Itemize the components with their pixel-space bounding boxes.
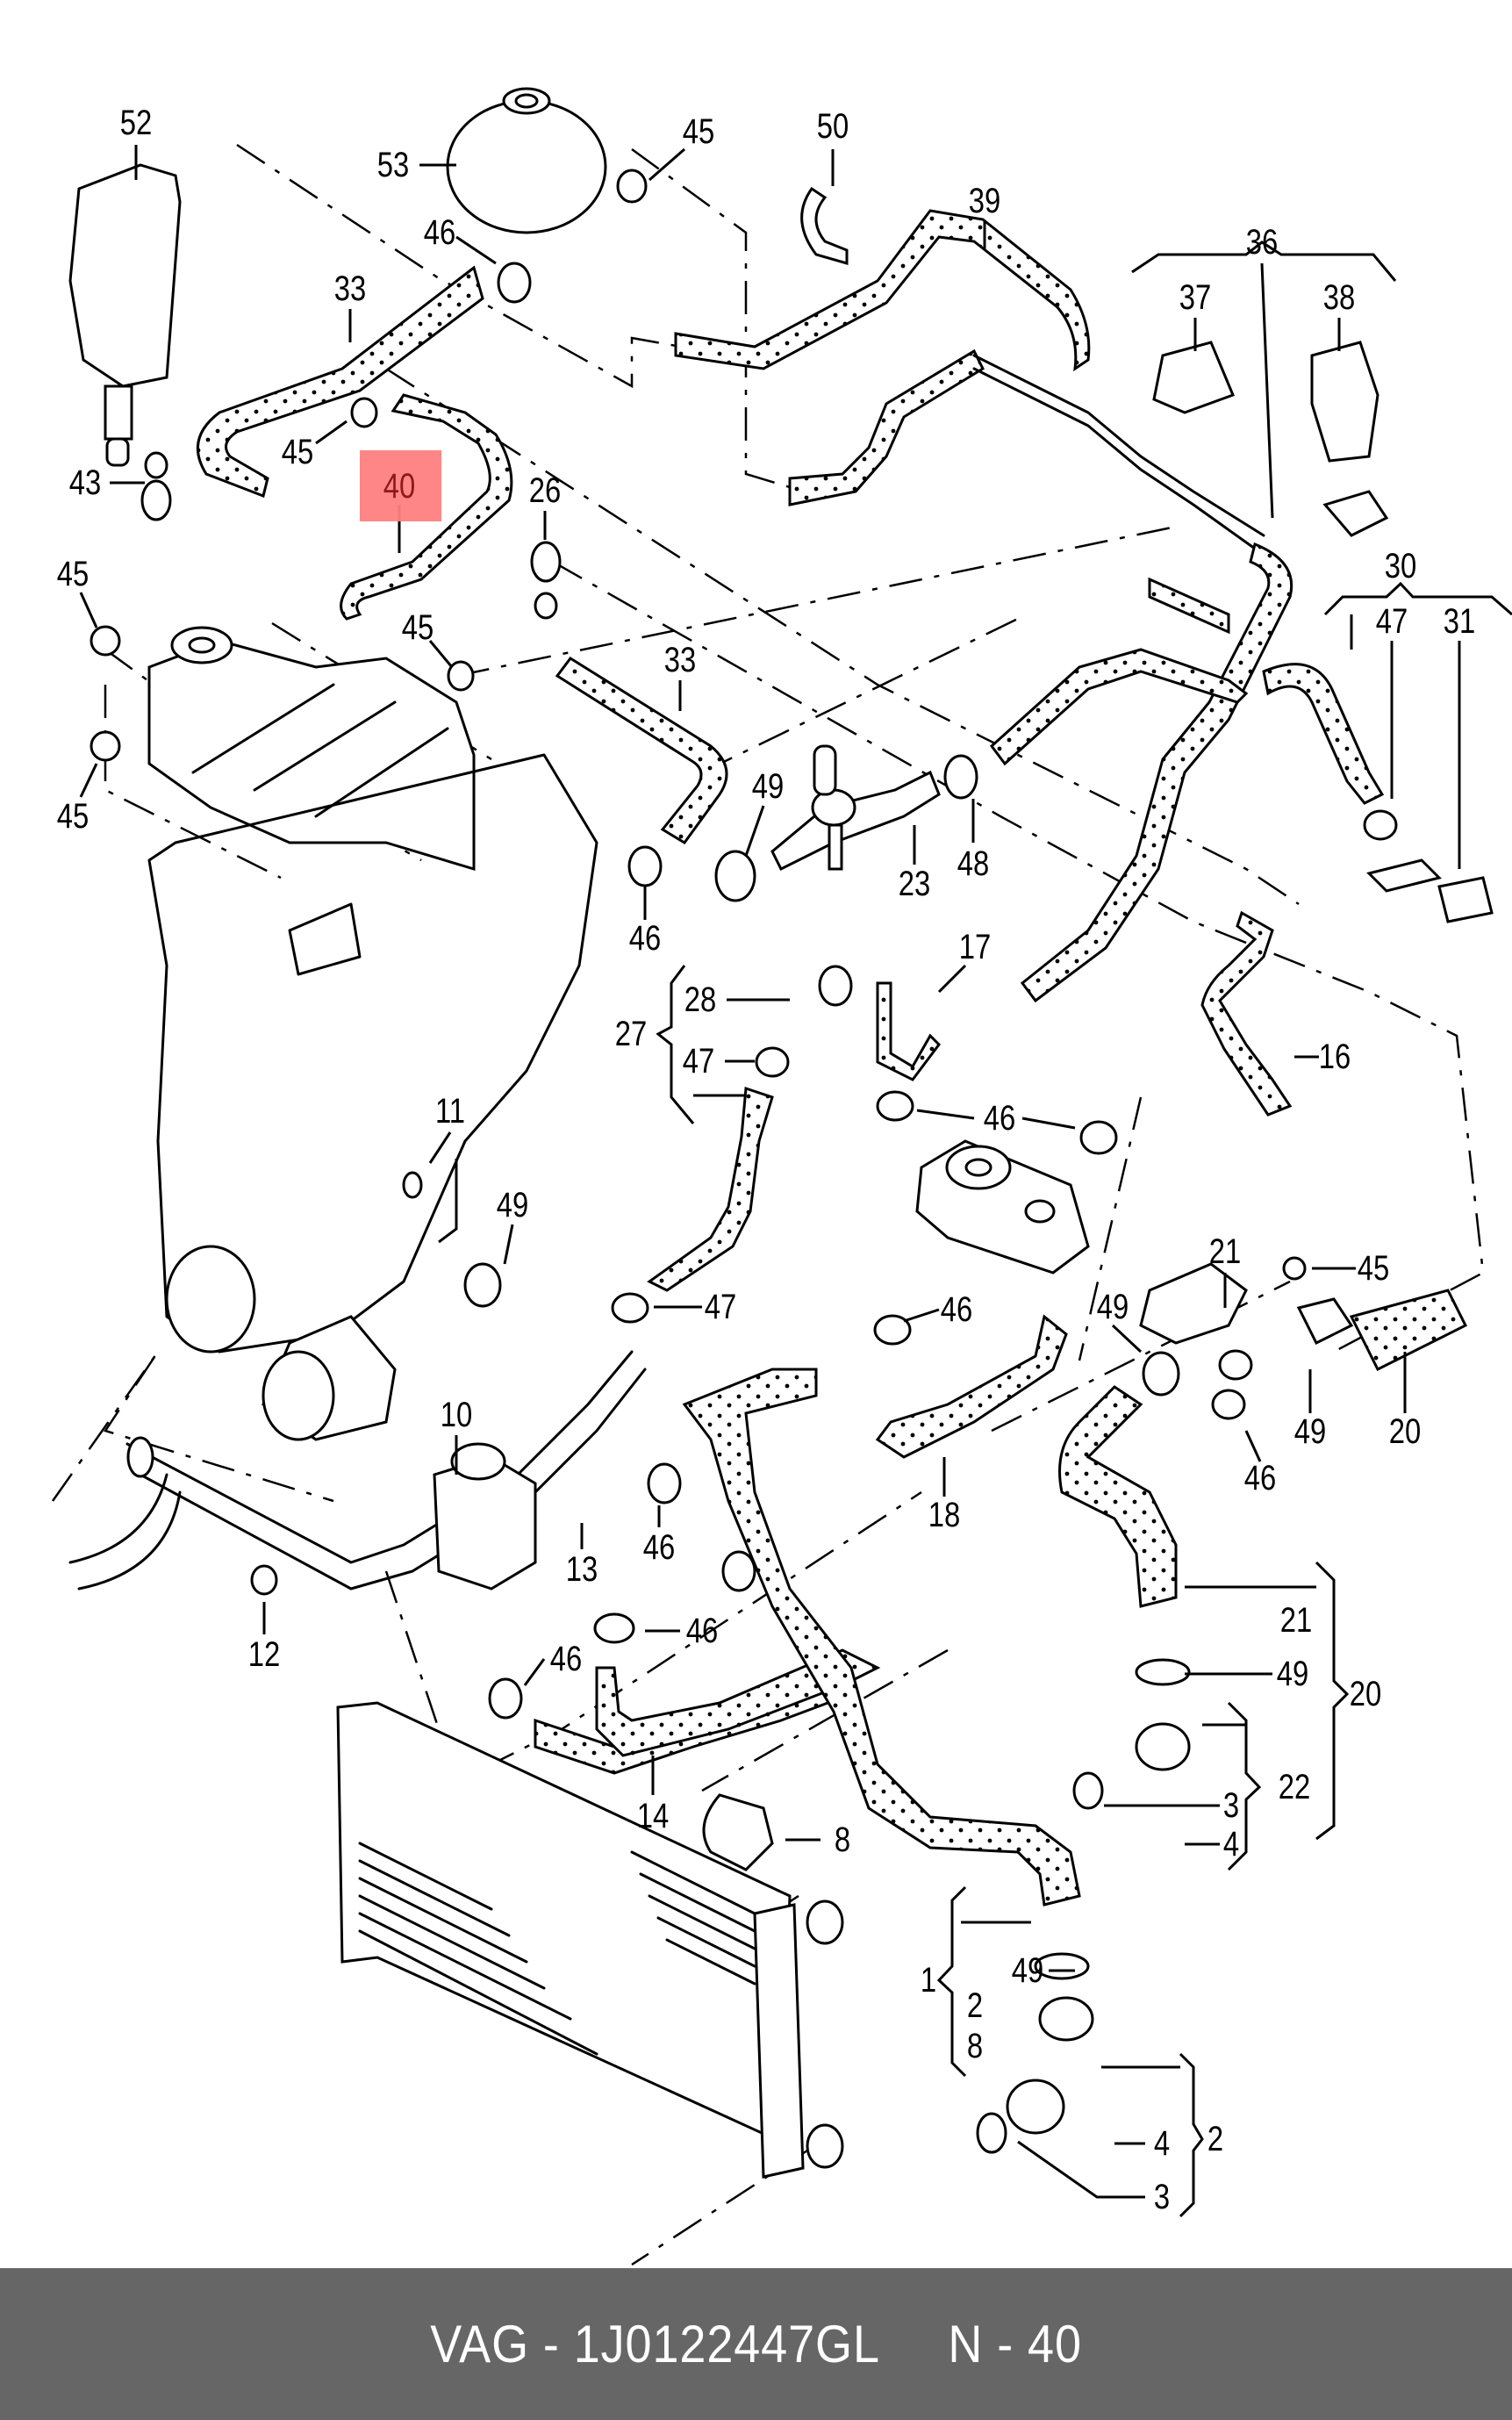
callout-10[interactable]: 10 (440, 1396, 473, 1434)
hose-main-lower[interactable] (682, 1368, 1081, 1907)
callout-46[interactable]: 46 (685, 1612, 719, 1650)
callout-23[interactable]: 23 (898, 865, 931, 903)
callout-3[interactable]: 3 (1153, 2178, 1171, 2216)
callout-45[interactable]: 45 (682, 112, 715, 151)
callout-50[interactable]: 50 (816, 107, 849, 146)
callout-18[interactable]: 18 (928, 1496, 961, 1534)
radiator-fins (358, 1842, 756, 2056)
callout-45[interactable]: 45 (56, 797, 90, 836)
separator: - (528, 2315, 574, 2373)
hose-27[interactable] (647, 1086, 774, 1292)
callout-21[interactable]: 21 (1208, 1232, 1242, 1271)
callout-17[interactable]: 17 (958, 928, 992, 966)
callout-46[interactable]: 46 (940, 1290, 973, 1329)
hose-18[interactable] (875, 1314, 1068, 1459)
callout-36[interactable]: 36 (1245, 223, 1279, 262)
callout-43[interactable]: 43 (68, 463, 102, 502)
callout-49[interactable]: 49 (1293, 1412, 1327, 1451)
callout-3[interactable]: 3 (1222, 1786, 1240, 1825)
callout-38[interactable]: 38 (1322, 278, 1356, 317)
callout-46[interactable]: 46 (1243, 1459, 1277, 1497)
callout-16[interactable]: 16 (1318, 1038, 1351, 1076)
radiator[interactable] (336, 1701, 844, 2179)
callout-49[interactable]: 49 (1011, 1951, 1044, 1990)
callout-46[interactable]: 46 (642, 1528, 676, 1567)
callout-27[interactable]: 27 (614, 1015, 648, 1053)
callout-20[interactable]: 20 (1388, 1412, 1422, 1451)
callout-1[interactable]: 1 (920, 1961, 937, 2000)
separator-2: - (983, 2315, 1028, 2373)
callout-53[interactable]: 53 (376, 146, 410, 184)
callout-11[interactable]: 11 (434, 1092, 466, 1131)
clamps (90, 169, 1494, 2154)
hose-40[interactable] (340, 393, 513, 621)
footer-bar: VAG - 1J0122447GL N - 40 (0, 2268, 1512, 2420)
callout-46[interactable]: 46 (983, 1099, 1016, 1138)
callout-2[interactable]: 2 (966, 1986, 984, 2025)
hose-33-upper[interactable] (196, 265, 484, 499)
oil-cooler[interactable] (915, 1139, 1090, 1275)
callout-45[interactable]: 45 (401, 608, 434, 647)
callout-4[interactable]: 4 (1153, 2124, 1171, 2163)
hose-17[interactable] (876, 981, 941, 1081)
callout-21[interactable]: 21 (1279, 1601, 1313, 1640)
hose-33-lower[interactable] (555, 656, 728, 844)
callout-37[interactable]: 37 (1179, 278, 1212, 317)
highlighted-part-marker (360, 450, 441, 521)
reservoir-13[interactable] (433, 1442, 537, 1591)
callout-45[interactable]: 45 (281, 433, 314, 471)
callout-45[interactable]: 45 (1357, 1249, 1390, 1288)
callout-33[interactable]: 33 (663, 641, 697, 679)
callout-20[interactable]: 20 (1349, 1675, 1382, 1713)
position-number: 40 (1027, 2315, 1082, 2373)
spacer (878, 2315, 949, 2373)
hose-14[interactable] (534, 1648, 881, 1775)
callout-28[interactable]: 28 (684, 980, 717, 1019)
parts-diagram (51, 87, 1512, 2266)
callout-47[interactable]: 47 (682, 1042, 715, 1081)
callout-2[interactable]: 2 (1207, 2120, 1224, 2158)
callout-30[interactable]: 30 (1384, 547, 1417, 585)
callout-46[interactable]: 46 (628, 919, 662, 958)
callout-47[interactable]: 47 (704, 1288, 737, 1326)
expansion-tank-53[interactable] (446, 87, 607, 234)
callout-13[interactable]: 13 (565, 1550, 598, 1589)
part-number: 1J0122447GL (573, 2315, 878, 2373)
callout-31[interactable]: 31 (1443, 602, 1476, 641)
leader-lines (79, 145, 1512, 2218)
coolant-flange-23[interactable] (770, 744, 941, 872)
callout-52[interactable]: 52 (119, 104, 153, 142)
hose-30-assembly[interactable] (989, 542, 1385, 1003)
callout-47[interactable]: 47 (1375, 602, 1408, 641)
callout-49[interactable]: 49 (496, 1186, 529, 1224)
callout-14[interactable]: 14 (636, 1797, 670, 1835)
callout-4[interactable]: 4 (1222, 1825, 1240, 1863)
callout-8[interactable]: 8 (966, 2027, 984, 2065)
callout-26[interactable]: 26 (528, 471, 562, 510)
callout-49[interactable]: 49 (751, 767, 785, 806)
intake-manifold[interactable] (147, 626, 476, 872)
brand-label: VAG (430, 2315, 529, 2373)
callout-12[interactable]: 12 (247, 1635, 281, 1674)
callout-49[interactable]: 49 (1096, 1288, 1129, 1326)
position-prefix: N (948, 2315, 984, 2373)
callout-33[interactable]: 33 (333, 269, 367, 308)
part-reference: VAG - 1J0122447GL N - 40 (430, 2314, 1082, 2374)
callout-46[interactable]: 46 (549, 1640, 583, 1678)
hose-20-21[interactable] (1058, 1289, 1468, 1608)
callout-45[interactable]: 45 (56, 555, 90, 593)
engine-block (147, 753, 598, 1441)
callout-46[interactable]: 46 (423, 213, 456, 252)
callout-22[interactable]: 22 (1278, 1768, 1311, 1806)
callout-48[interactable]: 48 (957, 844, 990, 883)
hose-16[interactable] (1200, 910, 1293, 1117)
reservoir-52[interactable] (68, 163, 182, 467)
callout-39[interactable]: 39 (968, 182, 1001, 220)
callout-8[interactable]: 8 (834, 1820, 851, 1859)
callout-49[interactable]: 49 (1276, 1655, 1309, 1693)
callout-40[interactable]: 40 (383, 467, 416, 506)
